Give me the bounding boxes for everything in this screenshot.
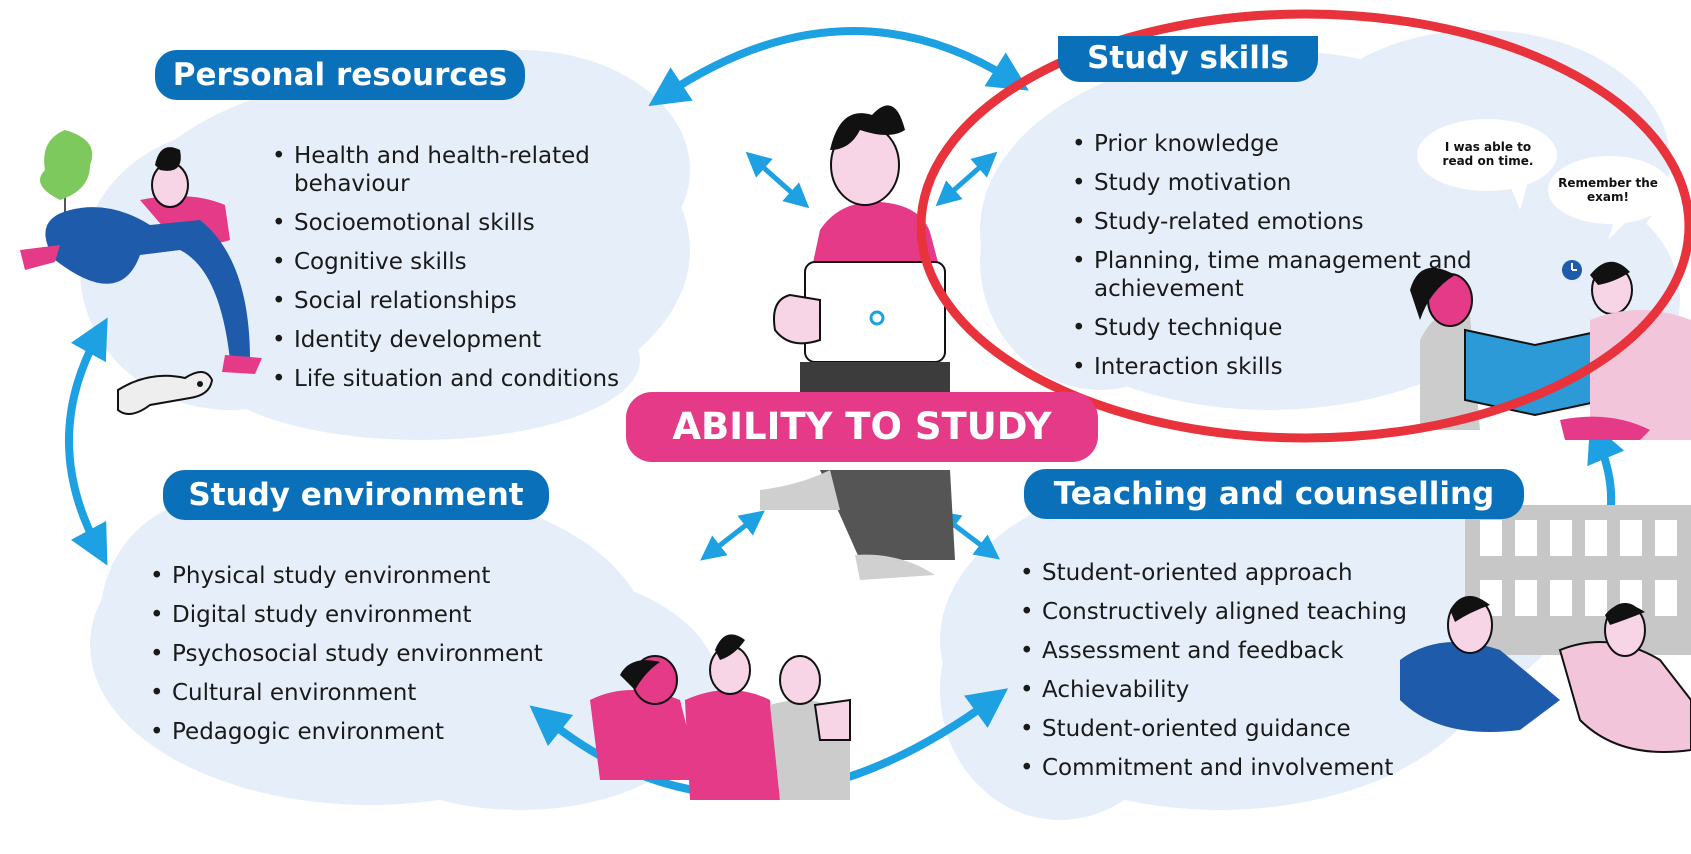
list-item: Study-related emotions xyxy=(1072,208,1512,236)
arrow-icon-small-tl xyxy=(745,151,810,209)
list-item: Cultural environment xyxy=(150,679,590,707)
list-study-skills: Prior knowledge Study motivation Study-r… xyxy=(1072,130,1512,392)
section-title-study-skills: Study skills xyxy=(1058,36,1318,82)
highlight-ring xyxy=(916,9,1691,443)
center-label-ability-to-study: ABILITY TO STUDY xyxy=(626,392,1098,462)
list-item: Achievability xyxy=(1020,676,1460,704)
list-item: Social relationships xyxy=(272,287,682,315)
speech-bubble-2 xyxy=(1548,156,1672,240)
building-icon xyxy=(1465,505,1691,655)
list-item: Commitment and involvement xyxy=(1020,754,1460,782)
list-item: Planning, time management and achievemen… xyxy=(1072,247,1512,303)
person-illustration-group xyxy=(590,634,851,800)
arrow-icon-top xyxy=(648,27,1029,107)
speech-bubble-text-1: I was able to read on time. xyxy=(1442,140,1534,168)
list-item: Student-oriented approach xyxy=(1020,559,1460,587)
list-item: Physical study environment xyxy=(150,562,590,590)
list-item: Life situation and conditions xyxy=(272,365,682,393)
list-teaching-and-counselling: Student-oriented approach Constructively… xyxy=(1020,559,1460,793)
list-item: Digital study environment xyxy=(150,601,590,629)
person-illustration-runner xyxy=(20,147,262,374)
list-item: Study technique xyxy=(1072,314,1512,342)
list-item: Constructively aligned teaching xyxy=(1020,598,1460,626)
list-item: Interaction skills xyxy=(1072,353,1512,381)
list-study-environment: Physical study environment Digital study… xyxy=(150,562,590,757)
speech-bubble-text-2: Remember the exam! xyxy=(1558,176,1658,204)
list-item: Prior knowledge xyxy=(1072,130,1512,158)
section-title-study-environment: Study environment xyxy=(163,470,549,520)
list-item: Psychosocial study environment xyxy=(150,640,590,668)
person-illustration-center xyxy=(760,105,955,580)
list-personal-resources: Health and health-related behaviour Soci… xyxy=(272,142,682,404)
list-item: Socioemotional skills xyxy=(272,209,682,237)
arrow-icon-small-tr xyxy=(935,151,998,207)
arrow-icon-left xyxy=(65,317,108,566)
list-item: Assessment and feedback xyxy=(1020,637,1460,665)
section-title-teaching-and-counselling: Teaching and counselling xyxy=(1024,469,1524,519)
list-item: Student-oriented guidance xyxy=(1020,715,1460,743)
list-item: Pedagogic environment xyxy=(150,718,590,746)
list-item: Cognitive skills xyxy=(272,248,682,276)
list-item: Health and health-related behaviour xyxy=(272,142,682,198)
dog-icon xyxy=(117,371,214,415)
section-title-personal-resources: Personal resources xyxy=(155,50,525,100)
list-item: Identity development xyxy=(272,326,682,354)
arrow-icon-small-bl xyxy=(700,510,765,561)
list-item: Study motivation xyxy=(1072,169,1512,197)
clock-icon xyxy=(1562,260,1582,280)
